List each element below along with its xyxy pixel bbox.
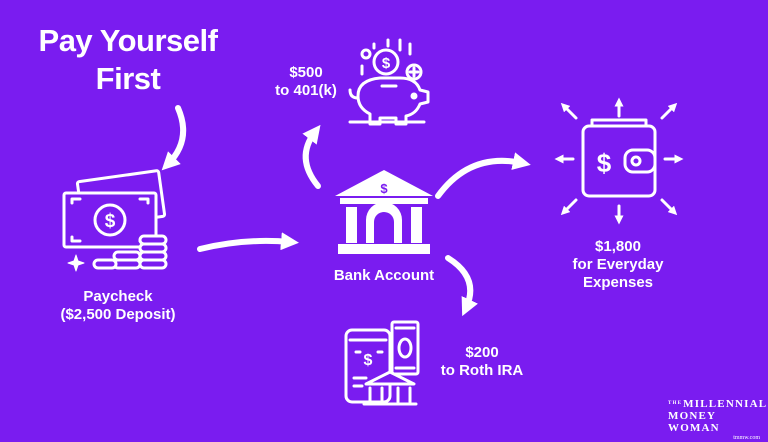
roth-label: $200 to Roth IRA bbox=[426, 344, 538, 380]
expenses-label-line-3: Expenses bbox=[582, 274, 654, 291]
paycheck-label-line-1: Paycheck bbox=[83, 288, 153, 305]
arrow-bank-to-roth bbox=[445, 255, 478, 317]
roth-label-line-1: $200 bbox=[465, 344, 499, 361]
paycheck-label: Paycheck ($2,500 Deposit) bbox=[40, 288, 196, 324]
brand-line-1: THEMILLENNIAL bbox=[668, 398, 768, 410]
wallet-icon: $ bbox=[554, 97, 684, 225]
expenses-label-line-2: for Everyday bbox=[572, 256, 664, 273]
brand-the: THE bbox=[668, 401, 683, 406]
diagram-graphics: $ $ $ bbox=[62, 38, 684, 406]
brand-logo: THEMILLENNIAL MONEY WOMAN tmmw.com bbox=[668, 398, 768, 442]
piggy-bank-icon: $ bbox=[348, 38, 430, 126]
brand-millennial: MILLENNIAL bbox=[683, 398, 768, 410]
phone-banking-icon: $ bbox=[344, 320, 420, 406]
svg-text:$: $ bbox=[364, 352, 373, 369]
roth-label-line-2: to Roth IRA bbox=[440, 362, 524, 379]
page-title: Pay Yourself First bbox=[18, 22, 238, 98]
title-line-2: First bbox=[95, 61, 161, 96]
paycheck-label-line-2: ($2,500 Deposit) bbox=[60, 306, 176, 323]
arrow-bank-to-expenses bbox=[435, 152, 531, 199]
401k-label-line-2: to 401(k) bbox=[275, 82, 337, 99]
401k-label: $500 to 401(k) bbox=[256, 64, 356, 100]
cash-coins-icon: $ bbox=[62, 169, 168, 272]
bank-building-icon: $ bbox=[335, 170, 433, 254]
svg-text:$: $ bbox=[380, 181, 388, 196]
arrow-paycheck-to-bank bbox=[197, 232, 299, 252]
svg-text:$: $ bbox=[382, 55, 391, 72]
expenses-label-line-1: $1,800 bbox=[595, 238, 641, 255]
401k-label-line-1: $500 bbox=[289, 64, 323, 81]
svg-text:$: $ bbox=[105, 211, 116, 232]
title-line-1: Pay Yourself bbox=[38, 23, 218, 58]
arrow-title-to-paycheck bbox=[161, 105, 187, 171]
brand-line-2: MONEY WOMAN bbox=[668, 410, 720, 434]
expenses-label: $1,800 for Everyday Expenses bbox=[550, 238, 686, 292]
arrow-bank-to-401k bbox=[302, 124, 321, 189]
brand-site: tmmw.com bbox=[733, 435, 760, 441]
diagram-canvas: Pay Yourself First $ bbox=[18, 22, 767, 441]
bank-account-label: Bank Account bbox=[333, 267, 435, 284]
svg-text:$: $ bbox=[597, 148, 612, 178]
